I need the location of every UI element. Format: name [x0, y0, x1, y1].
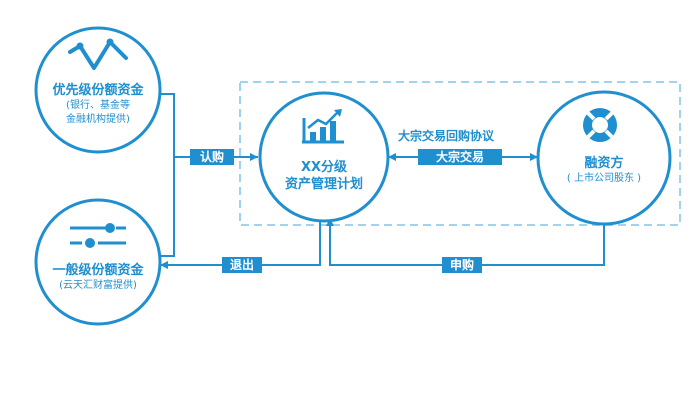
plan-title-1: XX分级 — [300, 160, 348, 175]
financier-sub-1: ( 上市公司股东 ) — [566, 173, 642, 184]
plan-title-2: 资产管理计划 — [284, 177, 363, 192]
arrowhead-block-trade-right — [530, 153, 538, 161]
arrowhead-into-plan — [250, 153, 258, 161]
bar-chart-growth-icon — [302, 109, 344, 144]
priority-node-text: 优先级份额资金 (银行、基金等 金融机构提供) — [38, 82, 158, 127]
block-trade-tag: 大宗交易 — [418, 149, 502, 165]
financier-circle — [536, 90, 672, 226]
general-node-text: 一般级份额资金 (云天汇财富提供) — [38, 262, 158, 293]
lifebuoy-icon — [583, 108, 617, 142]
repurchase-agreement-label: 大宗交易回购协议 — [398, 129, 495, 143]
line-plan-exit — [160, 218, 321, 266]
arrowhead-block-trade-left — [388, 153, 396, 161]
priority-title: 优先级份额资金 — [52, 83, 144, 98]
slider-controls-icon — [70, 223, 126, 248]
financier-node-text: 融资方 ( 上市公司股东 ) — [544, 155, 664, 186]
plan-boundary-box — [239, 81, 681, 226]
priority-sub-2: 金融机构提供) — [66, 114, 130, 125]
subscribe-tag: 认购 — [190, 149, 234, 165]
trend-line-icon — [68, 40, 128, 70]
plan-node-text: XX分级 资产管理计划 — [264, 159, 384, 193]
line-priority-to-bracket — [160, 93, 175, 157]
plan-circle — [258, 91, 390, 223]
exit-tag: 退出 — [222, 257, 262, 273]
arrowhead-exit — [160, 261, 168, 269]
apply-tag: 申购 — [442, 257, 482, 273]
general-sub-1: (云天汇财富提供) — [59, 280, 137, 291]
general-title: 一般级份额资金 — [52, 263, 144, 278]
line-general-to-bracket — [160, 157, 175, 257]
priority-sub-1: (银行、基金等 — [66, 100, 130, 111]
financier-title: 融资方 — [584, 156, 624, 171]
priority-circle — [34, 26, 162, 154]
general-circle — [34, 198, 162, 326]
